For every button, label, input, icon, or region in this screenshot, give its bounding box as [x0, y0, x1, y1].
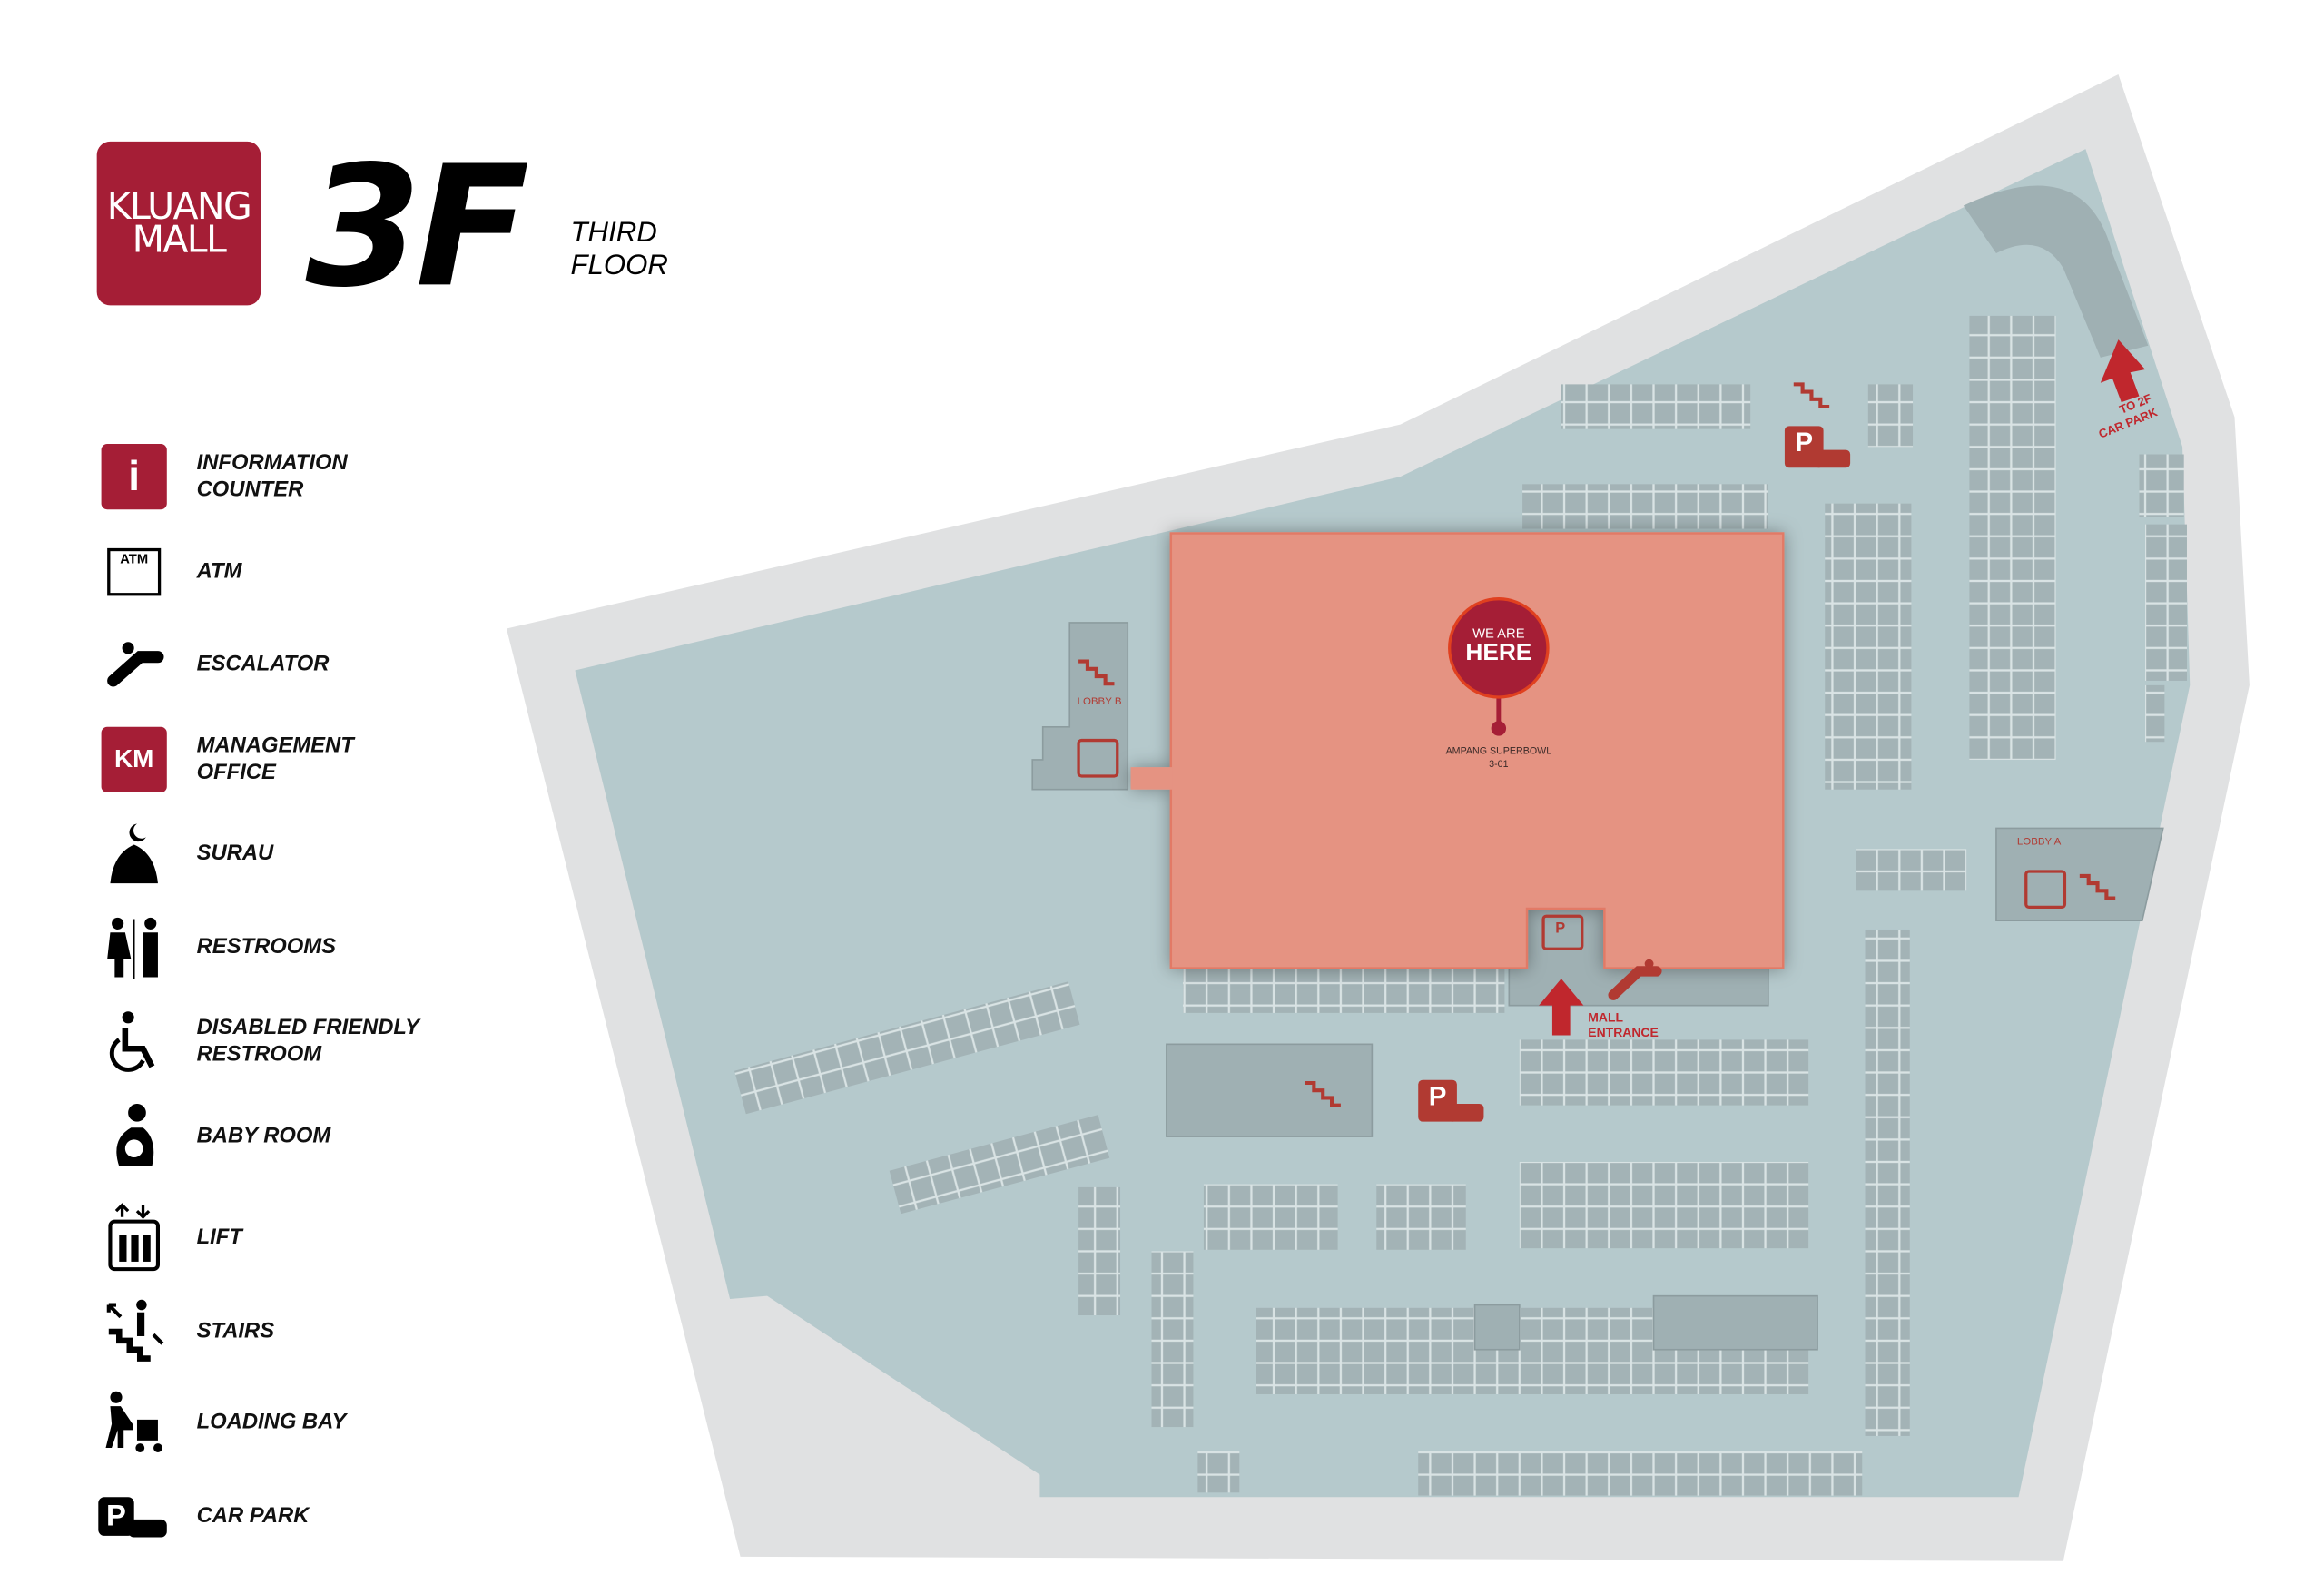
surau-icon [110, 823, 158, 884]
legend-item-car-park: P CAR PARK [98, 1481, 309, 1552]
atm-icon: ATM [107, 547, 162, 596]
logo-line-1: KLUANG [106, 183, 252, 228]
car-park-icon: P [98, 1497, 134, 1536]
you-are-here-marker [1448, 597, 1550, 736]
mall-entrance-arrow [1539, 979, 1584, 1036]
legend-label: RESTROOMS [196, 935, 336, 959]
tenant-name: AMPANG SUPERBOWL [1445, 746, 1552, 757]
legend-item-atm: ATM ATM [98, 536, 241, 608]
legend-label: LIFT [196, 1225, 242, 1250]
legend-item-information: i INFORMATION COUNTER [98, 441, 348, 513]
legend-label: LOADING BAY [196, 1411, 347, 1435]
lift-icon [1077, 738, 2067, 910]
parking-letter: P [1428, 1081, 1447, 1112]
legend-item-lift: LIFT [98, 1202, 242, 1274]
lobby-b-label: LOBBY B [1077, 696, 1122, 708]
stairs-icon [1078, 382, 2116, 1107]
legend-label: MANAGEMENT OFFICE [196, 734, 354, 785]
legend-label: STAIRS [196, 1319, 275, 1344]
legend-item-surau: SURAU [98, 818, 273, 890]
ramp [1963, 185, 2149, 358]
loading-bay-icon [105, 1391, 162, 1452]
car-icon [128, 1519, 167, 1538]
kluang-mall-logo: KLUANG MALL [96, 141, 261, 306]
logo-line-2: MALL [132, 217, 227, 261]
floor-name-line-1: THIRD [570, 217, 657, 250]
legend-label: ATM [196, 560, 242, 585]
legend-item-escalator: ESCALATOR [98, 629, 329, 701]
legend-item-disabled: DISABLED FRIENDLY RESTROOM [98, 1006, 419, 1077]
legend-item-management: KM MANAGEMENT OFFICE [98, 724, 354, 796]
car-park-icon [1784, 426, 1851, 468]
floor-name-line-2: FLOOR [570, 250, 668, 282]
legend-label: CAR PARK [196, 1504, 310, 1529]
atm-icon [1541, 914, 1584, 950]
legend-item-restrooms: RESTROOMS [98, 911, 336, 983]
info-icon: i [101, 444, 167, 510]
entrance-line-2: ENTRANCE [1588, 1025, 1659, 1040]
atm-parking-letter: P [1555, 920, 1566, 938]
to-car-park-arrow [2100, 339, 2146, 403]
floor-name: THIRD FLOOR [571, 218, 668, 283]
escalator-icon [1608, 959, 1662, 1000]
restrooms-icon [107, 917, 158, 979]
lift-icon [108, 1203, 160, 1272]
stairs-icon [106, 1299, 164, 1362]
legend-item-baby-room: BABY ROOM [98, 1101, 330, 1173]
lobby-a-label: LOBBY A [2016, 837, 2062, 848]
tenant-unit: 3-01 [1489, 759, 1509, 771]
management-office-icon: KM [101, 726, 167, 793]
parking-bays [734, 315, 2187, 1496]
legend-label: INFORMATION COUNTER [196, 451, 348, 503]
legend-label: DISABLED FRIENDLY RESTROOM [196, 1016, 420, 1067]
floor-code: 3F [305, 131, 529, 325]
legend-label: ESCALATOR [196, 652, 330, 677]
entrance-line-1: MALL [1588, 1009, 1624, 1026]
car-park-icon [1418, 1079, 1484, 1122]
legend-item-stairs: STAIRS [98, 1296, 274, 1368]
marker-line-2: HERE [1465, 640, 1532, 666]
escalator-icon [107, 642, 164, 687]
marker-line-1: WE ARE [1472, 625, 1525, 641]
parking-letter: P [1795, 427, 1814, 458]
tenant-ampang-superbowl[interactable] [1130, 532, 1785, 969]
legend-item-loading-bay: LOADING BAY [98, 1387, 346, 1459]
legend-label: BABY ROOM [196, 1124, 331, 1149]
legend-label: SURAU [196, 841, 274, 866]
baby-room-icon [116, 1103, 154, 1166]
disabled-icon [109, 1011, 155, 1072]
